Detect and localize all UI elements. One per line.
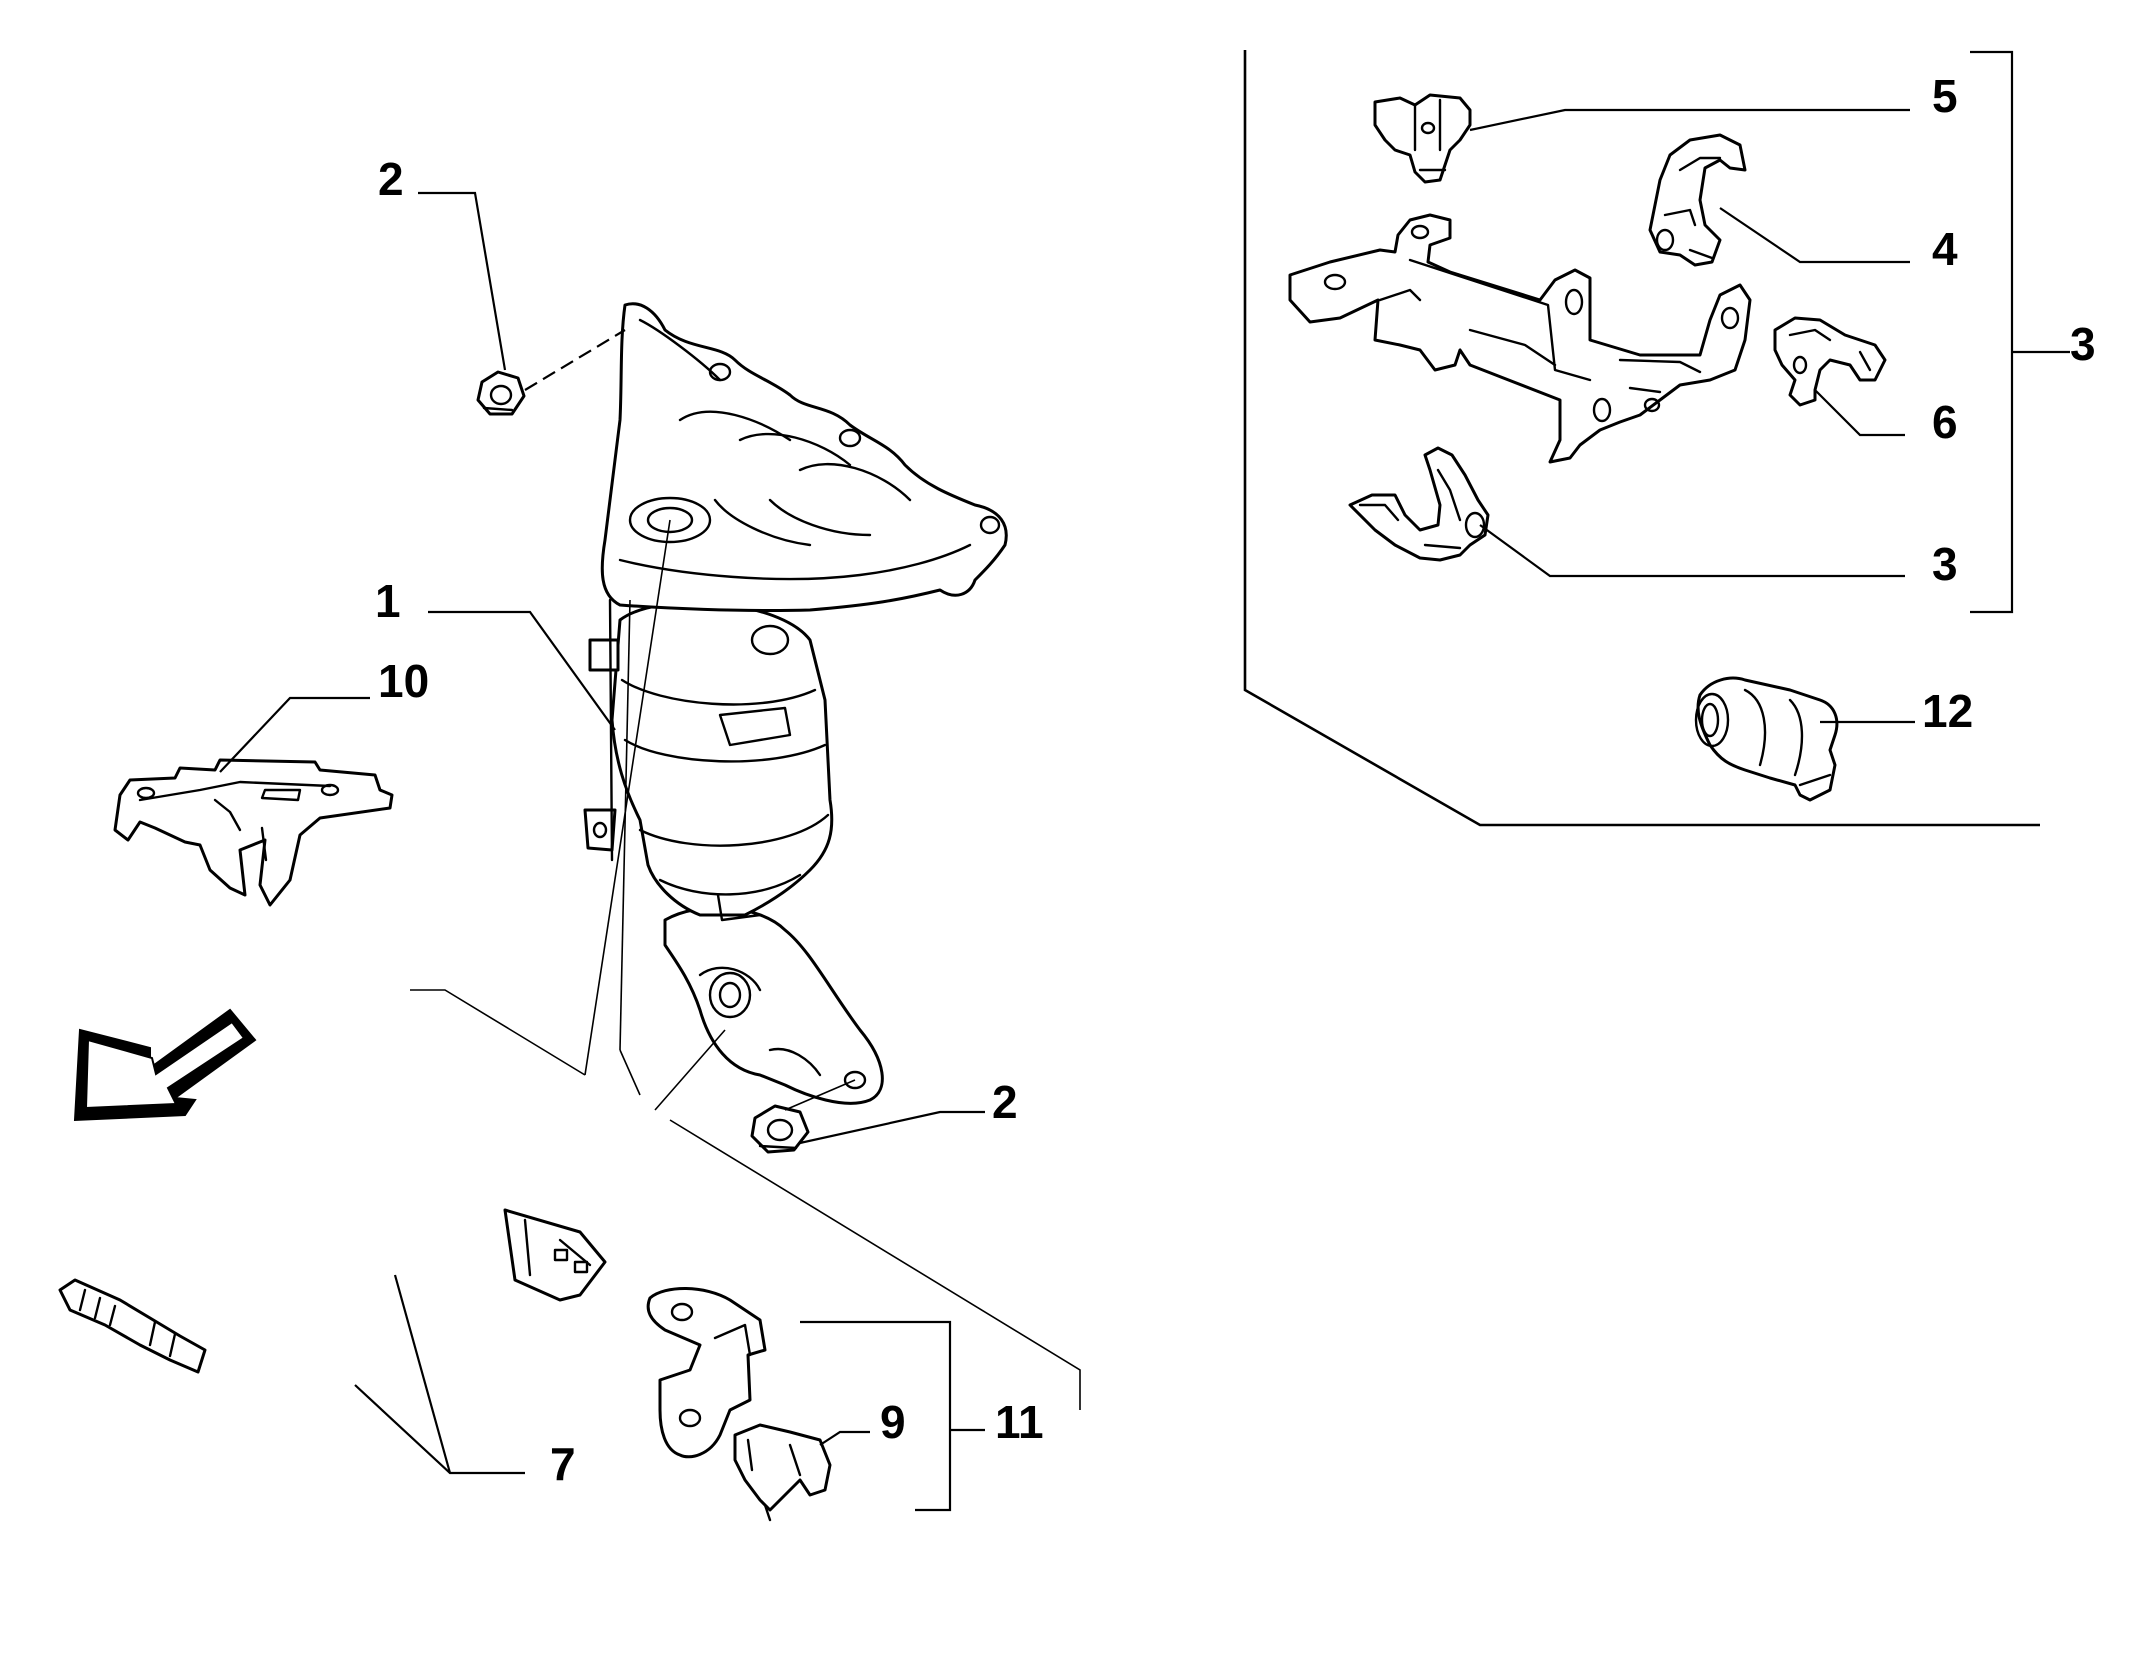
label-7-clip: 6: [1932, 396, 1958, 448]
bracket-icon: [1288, 213, 1752, 464]
callout-11: 11: [995, 1396, 1044, 1448]
clamp-icon: [1694, 676, 1839, 802]
bracket-3-brace: [1970, 50, 2070, 614]
label-1-manifold: 1: [375, 575, 401, 627]
label-9-heat-shield: 10: [378, 655, 429, 707]
callout-9: 10: [219, 655, 429, 773]
callout-2-upper: 2: [378, 153, 626, 391]
bracket-icon: [646, 1287, 767, 1459]
oxygen-sensor-icon: [58, 1190, 607, 1384]
kit-frame: [1243, 50, 2040, 827]
callout-1: 1: [375, 575, 616, 731]
label-6-clamp: 3: [1932, 538, 1958, 590]
label-12-clamp: 12: [1922, 685, 1973, 737]
callout-2-lower: 2: [784, 1076, 1018, 1145]
arrow-icon: [73, 1008, 257, 1122]
label-8-sensor: 7: [550, 1438, 576, 1490]
label-10-clip: 9: [880, 1396, 906, 1448]
callout-12: 12: [1820, 685, 1973, 737]
heat-shield-icon: [113, 758, 394, 907]
label-4-clamp: 4: [1932, 223, 1958, 275]
clamp-icon: [1648, 133, 1747, 267]
label-2-lower-nut: 2: [992, 1076, 1018, 1128]
hex-nut-icon: [750, 1104, 810, 1154]
callout-7: 6: [1814, 389, 1958, 448]
callout-3: 3: [2070, 318, 2096, 370]
callout-6: 3: [1479, 524, 1958, 590]
bracket-11-brace: [800, 1320, 985, 1512]
callout-4: 4: [1719, 207, 1958, 275]
label-2-upper-nut: 2: [378, 153, 404, 205]
label-11-bracket-kit: 11: [995, 1396, 1044, 1448]
callout-8: 7: [354, 1274, 576, 1490]
clamp-icon: [1348, 446, 1490, 562]
clip-icon: [1373, 93, 1472, 184]
callout-5: 5: [1469, 70, 1958, 132]
perspective-lines: [410, 519, 1081, 1410]
clip-icon: [1773, 316, 1887, 407]
manifold-catalyst-icon: [583, 302, 1008, 1105]
hex-nut-icon: [476, 370, 526, 416]
label-3-bracket-kit: 3: [2070, 318, 2096, 370]
callout-10: 9: [819, 1396, 906, 1448]
label-5-clip: 5: [1932, 70, 1958, 122]
clip-icon: [733, 1423, 832, 1522]
